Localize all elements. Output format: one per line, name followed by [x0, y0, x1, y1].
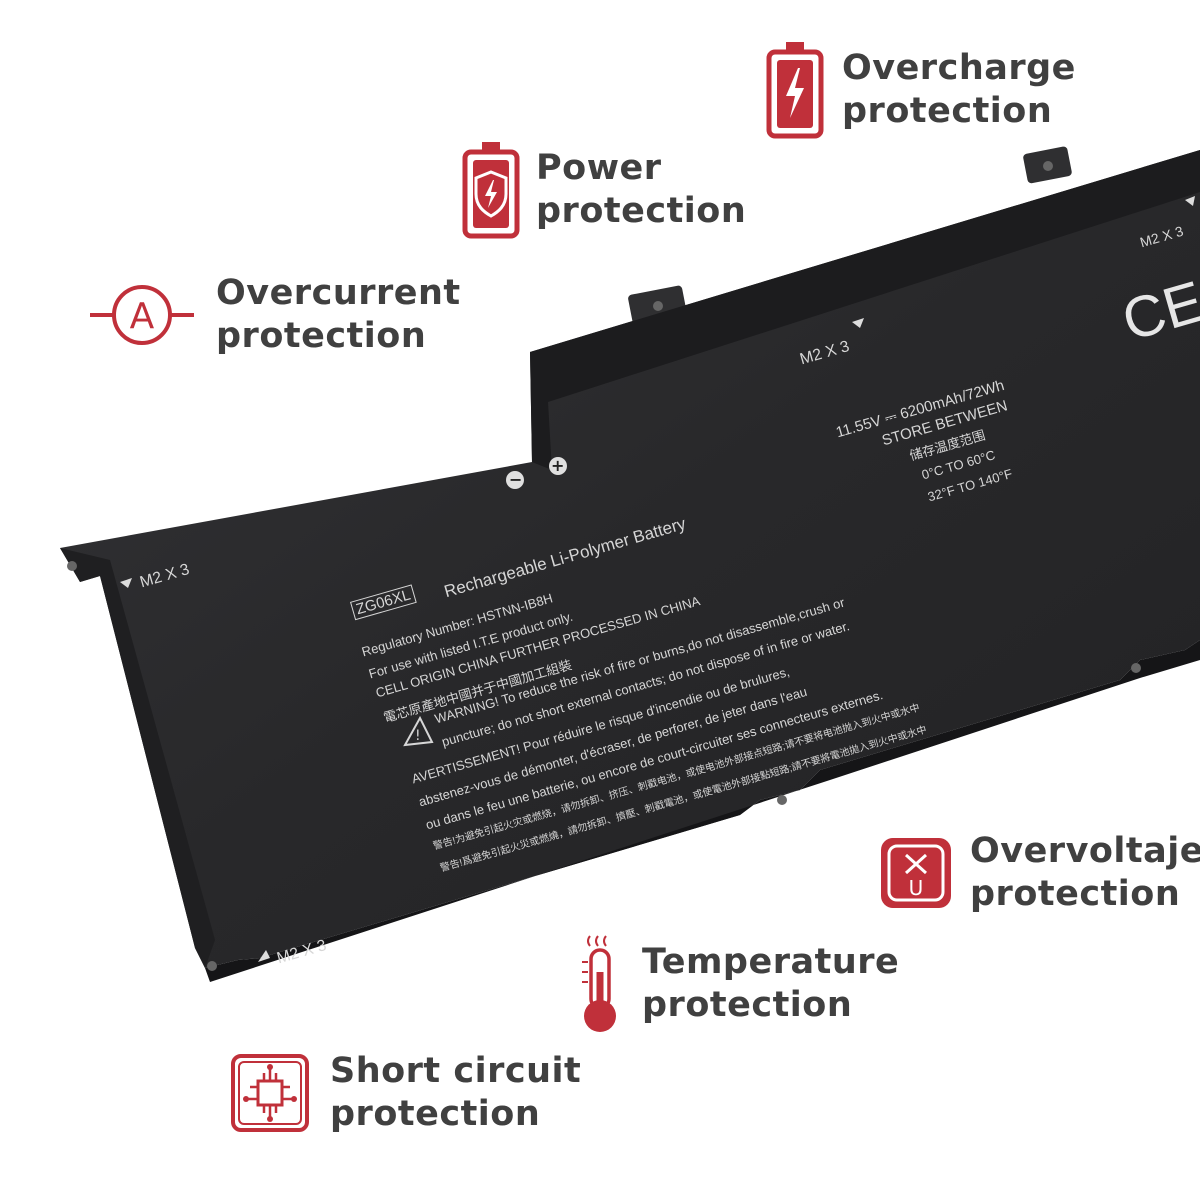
feature-overcurrent: A Overcurrent protection: [88, 270, 461, 360]
battery-bolt-icon: [766, 40, 824, 140]
thermometer-icon: [578, 932, 622, 1036]
svg-text:U: U: [909, 876, 924, 900]
ammeter-icon: A: [88, 270, 196, 360]
svg-text:+: +: [551, 456, 564, 475]
feature-title: Temperature: [642, 942, 900, 982]
feature-temperature: Temperature protection: [578, 932, 899, 1036]
circuit-chip-icon: [230, 1053, 310, 1133]
feature-subtitle: protection: [970, 874, 1181, 914]
positive-terminal-icon: [549, 457, 567, 475]
battery-casing: [60, 150, 1200, 968]
feature-title: Overcurrent: [216, 273, 461, 313]
svg-text:−: −: [509, 470, 522, 489]
feature-short-circuit: Short circuit protection: [230, 1050, 581, 1136]
svg-text:A: A: [130, 296, 155, 337]
feature-subtitle: protection: [330, 1094, 541, 1134]
feature-title: Power: [536, 148, 662, 188]
feature-subtitle: protection: [642, 985, 853, 1025]
feature-title: Short circuit: [330, 1051, 582, 1091]
negative-terminal-icon: [506, 471, 524, 489]
feature-overcharge: Overcharge protection: [766, 40, 1076, 140]
warning-triangle-icon: [403, 715, 434, 747]
feature-power: Power protection: [462, 140, 746, 240]
svg-text:!: !: [415, 728, 421, 744]
feature-subtitle: protection: [536, 191, 747, 231]
battery-shield-icon: [462, 140, 520, 240]
feature-overvoltage: U Overvoltaje protection: [878, 830, 1200, 916]
feature-subtitle: protection: [842, 91, 1053, 131]
feature-title: Overvoltaje: [970, 831, 1200, 871]
voltage-icon: U: [878, 833, 954, 913]
feature-subtitle: protection: [216, 316, 427, 356]
feature-title: Overcharge: [842, 48, 1076, 88]
